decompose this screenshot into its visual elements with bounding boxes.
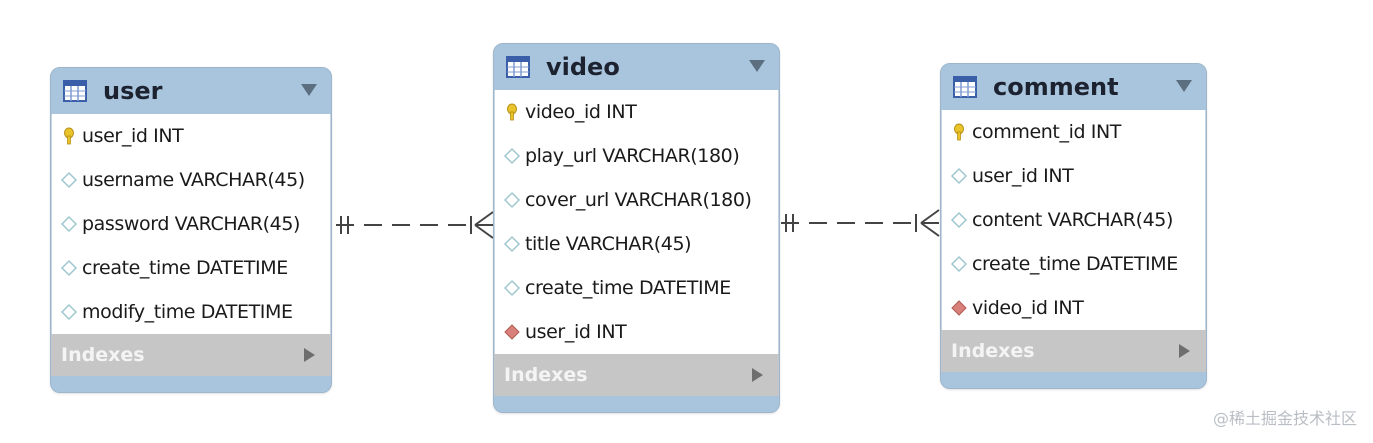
expand-arrow-icon[interactable] — [749, 367, 765, 383]
table-header[interactable]: comment — [941, 64, 1206, 110]
table-icon — [953, 76, 977, 98]
column-name: video_id INT — [525, 101, 637, 123]
table-title: user — [103, 77, 163, 105]
column-list: comment_id INT user_id INT content VARCH… — [941, 110, 1206, 330]
column-name: play_url VARCHAR(180) — [525, 145, 740, 167]
primary-key-icon — [954, 123, 964, 141]
column-name: user_id INT — [525, 321, 627, 343]
expand-arrow-icon[interactable] — [301, 347, 317, 363]
column-row[interactable]: title VARCHAR(45) — [495, 222, 778, 266]
column-row[interactable]: comment_id INT — [942, 110, 1205, 154]
table-icon — [63, 80, 87, 102]
indexes-section[interactable]: Indexes — [494, 354, 779, 396]
primary-key-icon — [507, 103, 517, 121]
column-row[interactable]: create_time DATETIME — [942, 242, 1205, 286]
column-diamond-icon — [60, 303, 78, 321]
column-diamond-icon — [950, 167, 968, 185]
column-name: content VARCHAR(45) — [972, 209, 1173, 231]
column-row[interactable]: modify_time DATETIME — [52, 290, 330, 334]
watermark: @稀土掘金技术社区 — [1212, 409, 1357, 428]
column-row[interactable]: password VARCHAR(45) — [52, 202, 330, 246]
table-header[interactable]: video — [494, 44, 779, 90]
table-footer — [494, 396, 779, 412]
column-diamond-icon — [503, 147, 521, 165]
indexes-label: Indexes — [951, 340, 1035, 362]
column-diamond-icon — [60, 215, 78, 233]
column-row[interactable]: user_id INT — [52, 114, 330, 158]
foreign-key-icon — [504, 324, 520, 340]
table-video[interactable]: video video_id INT play_url VARCHAR(180)… — [493, 43, 780, 413]
table-icon — [506, 56, 530, 78]
table-header[interactable]: user — [51, 68, 331, 114]
column-row[interactable]: create_time DATETIME — [495, 266, 778, 310]
column-name: video_id INT — [972, 297, 1084, 319]
table-title: comment — [993, 73, 1119, 101]
column-name: comment_id INT — [972, 121, 1121, 143]
column-row[interactable]: video_id INT — [942, 286, 1205, 330]
collapse-arrow-icon[interactable] — [1174, 78, 1194, 94]
column-name: password VARCHAR(45) — [82, 213, 301, 235]
relationship-user-video — [336, 211, 494, 239]
column-row[interactable]: play_url VARCHAR(180) — [495, 134, 778, 178]
collapse-arrow-icon[interactable] — [299, 82, 319, 98]
column-name: create_time DATETIME — [82, 257, 288, 279]
expand-arrow-icon[interactable] — [1176, 343, 1192, 359]
column-row[interactable]: cover_url VARCHAR(180) — [495, 178, 778, 222]
column-name: user_id INT — [972, 165, 1074, 187]
column-diamond-icon — [503, 191, 521, 209]
table-comment[interactable]: comment comment_id INT user_id INT conte… — [940, 63, 1207, 389]
column-name: create_time DATETIME — [972, 253, 1178, 275]
column-row[interactable]: username VARCHAR(45) — [52, 158, 330, 202]
column-name: modify_time DATETIME — [82, 301, 293, 323]
column-list: user_id INT username VARCHAR(45) passwor… — [51, 114, 331, 334]
indexes-section[interactable]: Indexes — [941, 330, 1206, 372]
column-name: username VARCHAR(45) — [82, 169, 305, 191]
indexes-section[interactable]: Indexes — [51, 334, 331, 376]
column-row[interactable]: user_id INT — [495, 310, 778, 354]
table-user[interactable]: user user_id INT username VARCHAR(45) pa… — [50, 67, 332, 393]
column-diamond-icon — [503, 235, 521, 253]
column-name: create_time DATETIME — [525, 277, 731, 299]
table-footer — [51, 376, 331, 392]
column-name: title VARCHAR(45) — [525, 233, 692, 255]
column-diamond-icon — [60, 259, 78, 277]
column-name: cover_url VARCHAR(180) — [525, 189, 752, 211]
column-diamond-icon — [503, 279, 521, 297]
collapse-arrow-icon[interactable] — [747, 58, 767, 74]
relationship-video-comment — [781, 209, 940, 237]
column-row[interactable]: create_time DATETIME — [52, 246, 330, 290]
column-name: user_id INT — [82, 125, 184, 147]
column-row[interactable]: user_id INT — [942, 154, 1205, 198]
column-list: video_id INT play_url VARCHAR(180) cover… — [494, 90, 779, 354]
column-diamond-icon — [950, 211, 968, 229]
column-diamond-icon — [950, 255, 968, 273]
indexes-label: Indexes — [61, 344, 145, 366]
table-footer — [941, 372, 1206, 388]
column-row[interactable]: video_id INT — [495, 90, 778, 134]
column-row[interactable]: content VARCHAR(45) — [942, 198, 1205, 242]
table-title: video — [546, 53, 620, 81]
indexes-label: Indexes — [504, 364, 588, 386]
primary-key-icon — [64, 127, 74, 145]
column-diamond-icon — [60, 171, 78, 189]
foreign-key-icon — [951, 300, 967, 316]
